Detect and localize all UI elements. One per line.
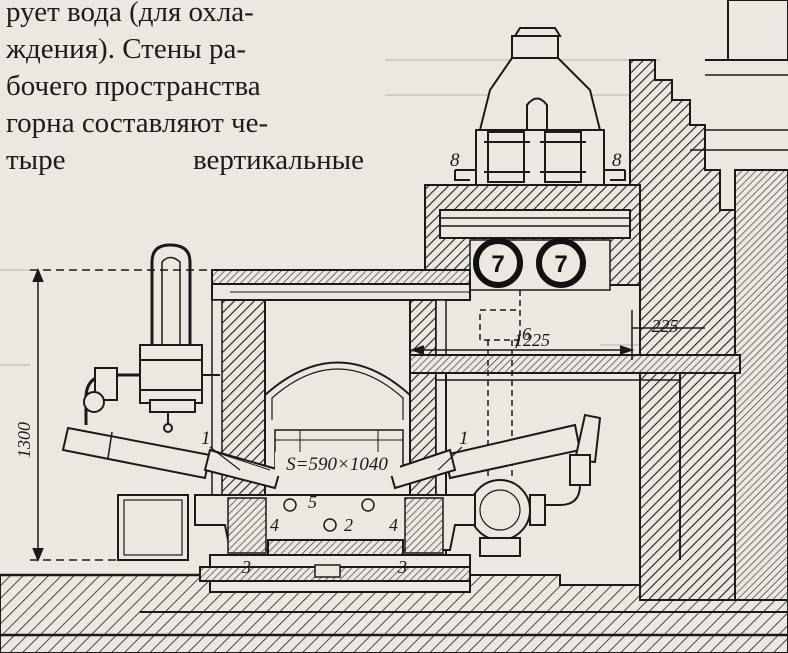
label-side-right: 4 bbox=[389, 515, 398, 535]
hearth-base bbox=[194, 494, 476, 582]
text-line-5: тыре вертикальные bbox=[6, 142, 364, 179]
chimney-masonry bbox=[629, 0, 788, 601]
ground bbox=[0, 573, 788, 653]
hood bbox=[454, 27, 626, 186]
leader-lines bbox=[209, 331, 521, 471]
label-side-left: 4 bbox=[270, 515, 279, 535]
tuyere-left bbox=[61, 426, 282, 490]
area-label-bg bbox=[275, 452, 400, 476]
label-base-right: 3 bbox=[397, 557, 407, 577]
label-tuyere-right: 1 bbox=[459, 428, 469, 449]
text-line-5-word-2: вертикальные bbox=[192, 144, 364, 176]
text-block: рует вода (для охла- ждения). Стены ра- … bbox=[6, 0, 366, 179]
label-peephole-right: 7 bbox=[554, 251, 567, 278]
label-tuyere-left: 1 bbox=[201, 428, 211, 449]
text-line-4: горна составляют че- bbox=[6, 107, 269, 139]
label-bolt-right: 8 bbox=[612, 150, 622, 171]
text-line-1: рует вода (для охла- bbox=[6, 0, 254, 28]
air-pipe-left bbox=[83, 243, 220, 433]
pump bbox=[469, 479, 546, 557]
label-offset: 225 bbox=[652, 316, 679, 336]
peephole-left bbox=[473, 238, 523, 288]
text-line-3: бочего пространства bbox=[6, 70, 261, 102]
text-line-2: ждения). Стены ра- bbox=[6, 33, 246, 65]
label-hearth: 2 bbox=[344, 515, 353, 535]
tuyere-right bbox=[388, 413, 602, 506]
peepholes bbox=[473, 238, 586, 288]
label-opening: 5 bbox=[308, 492, 317, 512]
height-dimension bbox=[30, 268, 212, 562]
dashed-pipe bbox=[479, 290, 521, 480]
label-pipe: 6 bbox=[522, 324, 531, 344]
label-width: 1225 bbox=[514, 330, 550, 350]
text-line-5-word-1: тыре bbox=[6, 144, 66, 176]
label-base-left: 3 bbox=[241, 557, 251, 577]
width-dimension bbox=[409, 310, 705, 360]
furnace-top bbox=[211, 269, 471, 301]
label-peephole-left: 7 bbox=[491, 251, 504, 278]
peephole-right bbox=[536, 238, 586, 288]
inner-chamber bbox=[264, 361, 411, 471]
side-box bbox=[117, 494, 189, 561]
label-height: 1300 bbox=[14, 422, 34, 458]
label-area: S=590×1040 bbox=[286, 454, 388, 475]
label-bolt-left: 8 bbox=[450, 150, 460, 171]
